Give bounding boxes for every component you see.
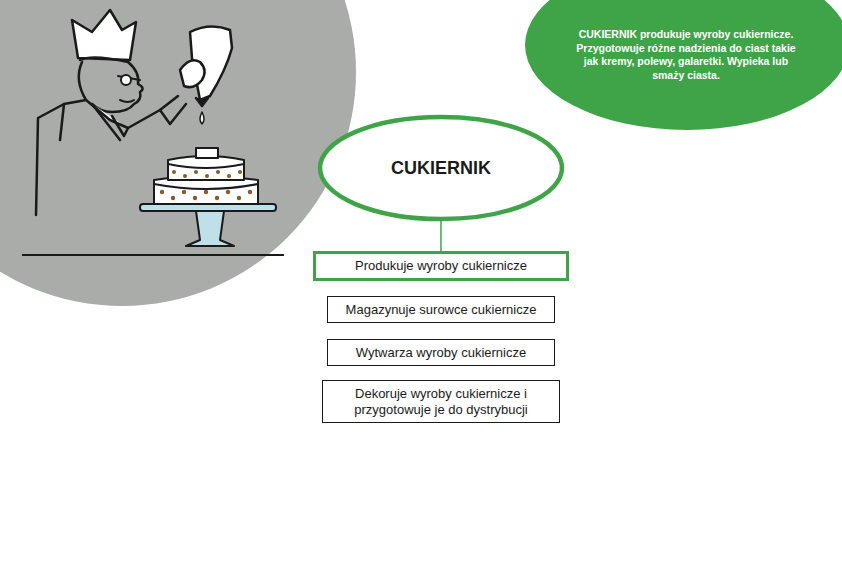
- cake-dot: [204, 190, 208, 194]
- box-label: Produkuje wyroby cukiernicze: [347, 258, 535, 274]
- title-ellipse: CUKIERNIK: [317, 114, 565, 222]
- box-label: Wytwarza wyroby cukiernicze: [348, 345, 534, 361]
- cake-dot: [238, 170, 242, 174]
- cake-dot: [205, 174, 209, 178]
- cake-dot: [182, 190, 186, 194]
- task-box: Wytwarza wyroby cukiernicze: [327, 339, 555, 366]
- description-text: CUKIERNIK produkuje wyroby cukiernicze. …: [575, 28, 797, 82]
- cake-dot: [160, 190, 164, 194]
- connector-line: [440, 221, 442, 251]
- green-blob: [525, 0, 842, 130]
- cake-dot: [194, 170, 198, 174]
- cake-dot: [171, 196, 175, 200]
- description-blob: CUKIERNIK produkuje wyroby cukiernicze. …: [527, 0, 842, 130]
- cake-dot: [215, 196, 219, 200]
- cake-dot: [227, 174, 231, 178]
- cake-dot: [248, 190, 252, 194]
- cake-dot: [193, 196, 197, 200]
- cake-dot: [183, 174, 187, 178]
- task-box: Magazynuje surowce cukiernicze: [327, 296, 555, 323]
- box-label: Magazynuje surowce cukiernicze: [338, 302, 545, 318]
- box-label: Dekoruje wyroby cukiernicze i przygotowu…: [323, 386, 559, 418]
- grey-backdrop: [0, 0, 356, 306]
- cake-dot: [226, 190, 230, 194]
- task-box: Dekoruje wyroby cukiernicze i przygotowu…: [322, 380, 560, 423]
- cake-on-stand: [22, 148, 284, 255]
- cake-dot: [237, 196, 241, 200]
- cake-dot: [216, 170, 220, 174]
- cake-dot: [172, 170, 176, 174]
- cake-dots: [160, 170, 252, 200]
- highlight-box: Produkuje wyroby cukiernicze: [313, 251, 569, 281]
- title-text: CUKIERNIK: [391, 158, 491, 179]
